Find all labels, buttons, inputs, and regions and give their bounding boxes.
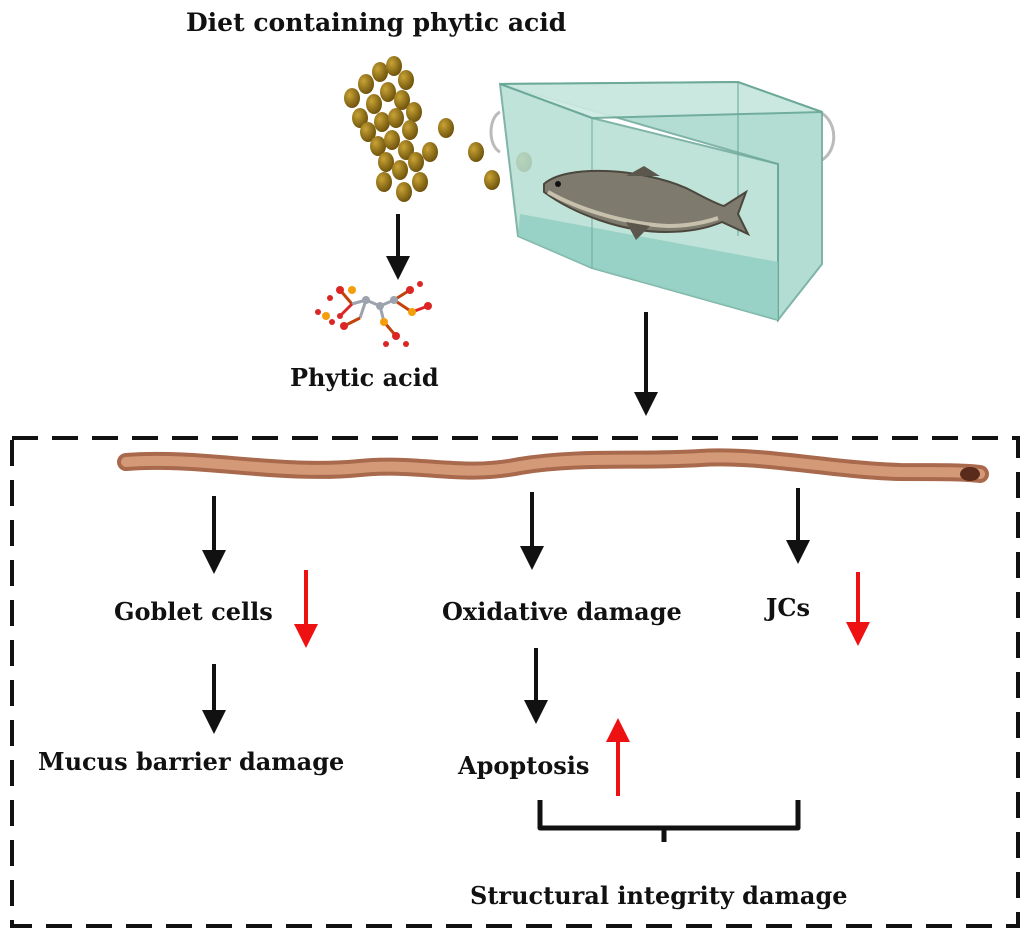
oxidative-damage-label: Oxidative damage bbox=[442, 597, 682, 626]
structural-integrity-bracket bbox=[537, 800, 801, 842]
diet-label: Diet containing phytic acid bbox=[186, 8, 567, 37]
apoptosis-label: Apoptosis bbox=[458, 751, 590, 780]
feed-pellets-icon bbox=[344, 56, 532, 202]
phytic-acid-molecule-icon bbox=[315, 281, 432, 347]
jcs-label: JCs bbox=[766, 593, 810, 622]
structural-integrity-damage-label: Structural integrity damage bbox=[470, 881, 848, 910]
goblet-cells-label: Goblet cells bbox=[114, 597, 273, 626]
effects-dashed-box bbox=[10, 436, 1020, 928]
phytic-acid-label: Phytic acid bbox=[290, 363, 439, 392]
intestine-icon bbox=[117, 448, 989, 483]
fish-icon bbox=[543, 166, 751, 240]
mucus-barrier-damage-label: Mucus barrier damage bbox=[38, 747, 345, 776]
